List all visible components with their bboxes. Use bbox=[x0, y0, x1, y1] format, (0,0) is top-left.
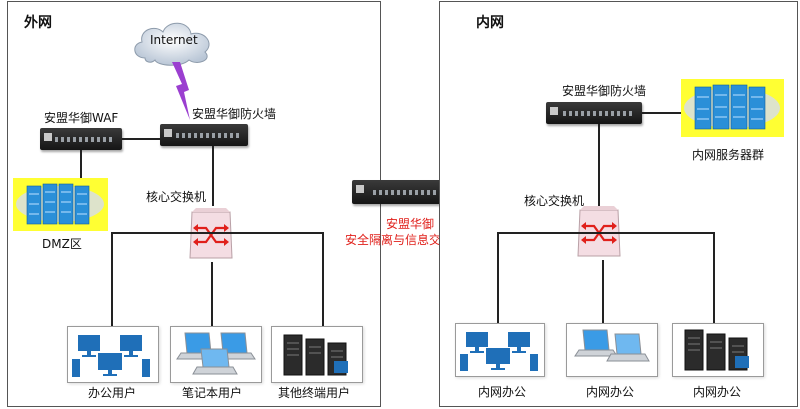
outer-firewall-device bbox=[160, 124, 248, 146]
outer-drop-office bbox=[111, 232, 113, 328]
inner-drop-office-2 bbox=[602, 260, 604, 324]
inner-user-office-2-label: 内网办公 bbox=[586, 385, 635, 399]
internet-label: Internet bbox=[150, 33, 198, 47]
waf-firewall-link bbox=[122, 138, 160, 140]
inner-user-office-1-label: 内网办公 bbox=[478, 385, 527, 399]
inner-zone-title: 内网 bbox=[476, 15, 504, 31]
inner-user-office-3-label: 内网办公 bbox=[693, 385, 742, 399]
server-terminals-icon bbox=[283, 334, 348, 376]
inner-server-cluster bbox=[681, 79, 784, 137]
inner-firewall-label: 安盟华御防火墙 bbox=[562, 84, 647, 98]
internet-cloud-icon bbox=[134, 22, 210, 66]
inner-core-switch-label: 核心交换机 bbox=[524, 194, 585, 208]
outer-user-laptop-label: 笔记本用户 bbox=[182, 386, 243, 400]
inner-drop-office-3 bbox=[713, 232, 715, 324]
outer-user-office-label: 办公用户 bbox=[88, 386, 137, 400]
desktop-computers-icon bbox=[72, 335, 150, 377]
outer-zone-title: 外网 bbox=[24, 15, 52, 31]
outer-drop-laptop bbox=[211, 262, 213, 328]
outer-user-other bbox=[271, 326, 363, 383]
waf-device bbox=[40, 128, 122, 150]
inner-firewall-device bbox=[546, 102, 642, 124]
waf-dmz-link bbox=[80, 150, 82, 178]
inner-user-office-1 bbox=[455, 323, 545, 377]
gateway-name: 安盟华御 bbox=[386, 217, 435, 231]
outer-firewall-label: 安盟华御防火墙 bbox=[192, 107, 277, 121]
dmz-label: DMZ区 bbox=[42, 237, 82, 251]
dmz-servers-icon bbox=[16, 183, 104, 225]
inner-servers-icon bbox=[684, 84, 780, 130]
inner-firewall-servers-link bbox=[642, 112, 681, 114]
inner-firewall-switch-link bbox=[598, 124, 600, 206]
outer-user-laptop bbox=[170, 326, 262, 383]
inner-user-office-3 bbox=[672, 323, 764, 377]
desktop-computers-icon bbox=[460, 332, 538, 371]
waf-label: 安盟华御WAF bbox=[44, 111, 119, 125]
outer-user-other-label: 其他终端用户 bbox=[278, 386, 351, 400]
laptops-icon bbox=[574, 329, 650, 362]
outer-core-switch-icon bbox=[189, 208, 233, 259]
laptops-icon bbox=[176, 332, 256, 375]
dmz-server-cluster bbox=[13, 178, 108, 231]
outer-firewall-switch-link bbox=[212, 146, 214, 206]
inner-servers-label: 内网服务器群 bbox=[692, 148, 765, 162]
outer-user-office bbox=[67, 326, 159, 383]
server-terminals-icon bbox=[684, 329, 749, 371]
lightning-link-icon bbox=[172, 62, 190, 120]
inner-distribution-bus bbox=[497, 232, 713, 234]
inner-user-office-2 bbox=[566, 323, 658, 377]
inner-drop-office-1 bbox=[497, 232, 499, 324]
outer-distribution-bus bbox=[111, 232, 322, 234]
outer-drop-other bbox=[322, 232, 324, 328]
outer-core-switch-label: 核心交换机 bbox=[146, 190, 207, 204]
